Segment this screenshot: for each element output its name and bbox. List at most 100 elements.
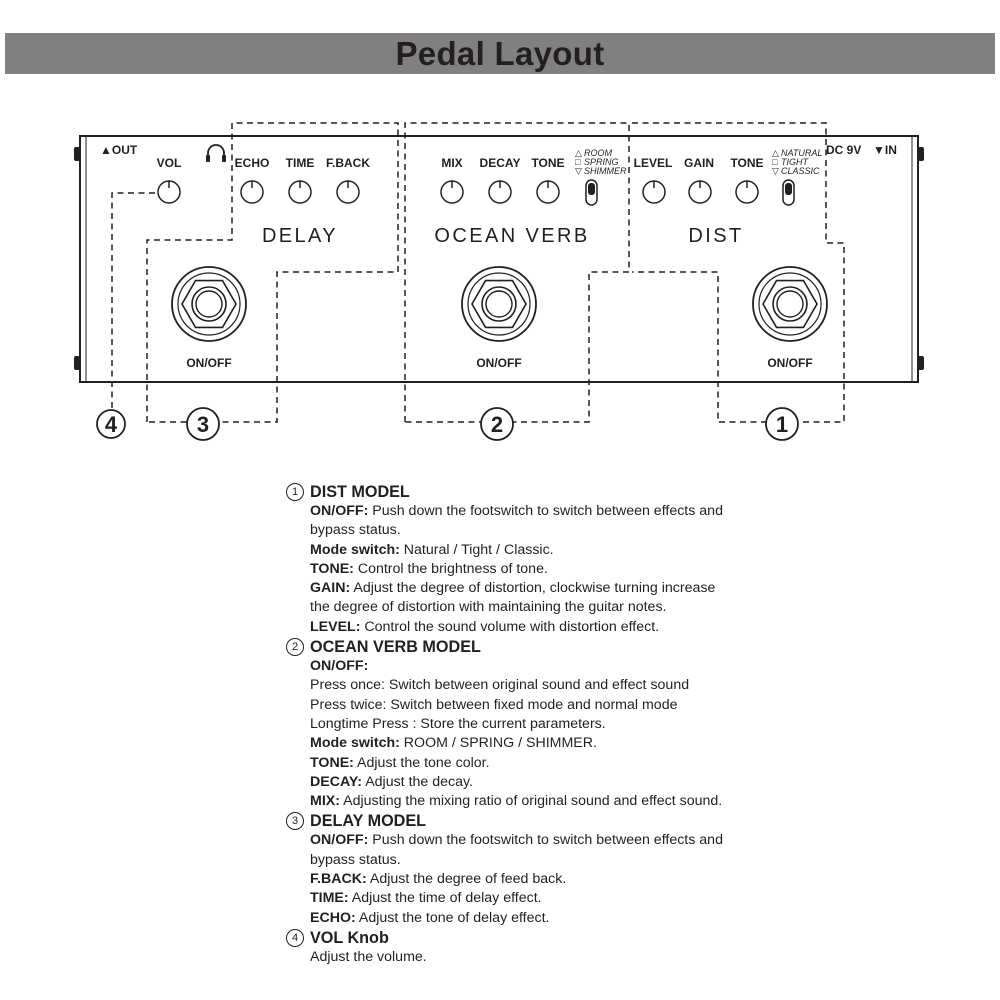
description-line: LEVEL: Control the sound volume with dis… (286, 618, 806, 637)
section-title: OCEAN VERB MODEL (310, 638, 481, 657)
callout-circle-2 (480, 407, 514, 441)
callout-circle-4 (96, 409, 126, 439)
in-label: ▼IN (873, 143, 897, 157)
description-line: ON/OFF: (286, 657, 806, 676)
description-line: bypass status. (286, 521, 806, 540)
mount-tab-tr (918, 147, 924, 161)
description-line: TONE: Adjust the tone color. (286, 754, 806, 773)
description-text: Adjusting the mixing ratio of original s… (339, 793, 723, 810)
description-line: Press once: Switch between original soun… (286, 676, 806, 695)
section-number: 4 (286, 928, 304, 947)
description-line: DECAY: Adjust the decay. (286, 773, 806, 792)
section-name-delay: DELAY (262, 225, 338, 247)
level-knob[interactable] (642, 180, 666, 204)
description-term: TONE: (310, 754, 354, 771)
description-text: Adjust the decay. (362, 773, 473, 790)
description-line: Adjust the volume. (286, 948, 806, 967)
dist-mode-switch[interactable] (782, 179, 795, 206)
description-line: MIX: Adjusting the mixing ratio of origi… (286, 792, 806, 811)
callout-path-3 (146, 122, 399, 423)
verb-mode-switch[interactable] (585, 179, 598, 206)
verb-tone-knob[interactable] (536, 180, 560, 204)
description-text: Press twice: Switch between fixed mode a… (310, 696, 678, 713)
knob-label-verb-tone: TONE (531, 156, 564, 170)
description-term: ECHO: (310, 909, 356, 926)
echo-knob[interactable] (240, 180, 264, 204)
callout-circle-3 (186, 407, 220, 441)
description-text: Adjust the volume. (310, 948, 427, 965)
description-term: F.BACK: (310, 871, 367, 888)
description-term: DECAY: (310, 773, 363, 790)
dist-footswitch[interactable] (752, 266, 828, 342)
description-text: Adjust the degree of feed back. (366, 871, 567, 888)
description-line: TIME: Adjust the time of delay effect. (286, 889, 806, 908)
verb-mode-symbol-0: △ (575, 148, 582, 158)
mount-tab-tl (74, 147, 80, 161)
dc-label: DC 9V (826, 143, 861, 157)
dist-mode-symbol-2: ▽ (772, 166, 779, 176)
description-text: Adjust the tone color. (353, 754, 490, 771)
description-line: Mode switch: ROOM / SPRING / SHIMMER. (286, 734, 806, 753)
description-text: Natural / Tight / Classic. (399, 541, 554, 558)
description-text: Push down the footswitch to switch betwe… (368, 832, 723, 849)
dist-tone-knob[interactable] (735, 180, 759, 204)
description-term: TONE: (310, 560, 354, 577)
time-knob[interactable] (288, 180, 312, 204)
callout-number-1: 1 (776, 412, 788, 437)
dist-mode-classic: CLASSIC (781, 166, 820, 176)
knob-label-echo: ECHO (235, 156, 270, 170)
vol-knob[interactable] (157, 180, 181, 204)
description-line: GAIN: Adjust the degree of distortion, c… (286, 579, 806, 598)
description-text: the degree of distortion with maintainin… (310, 599, 667, 616)
description-line: ON/OFF: Push down the footswitch to swit… (286, 831, 806, 850)
footswitch-label-delay: ON/OFF (186, 356, 231, 370)
dist-mode-tight: TIGHT (781, 157, 809, 167)
callout-number-3: 3 (197, 412, 209, 437)
decay-knob[interactable] (488, 180, 512, 204)
fback-knob[interactable] (336, 180, 360, 204)
verb-mode-spring: SPRING (584, 157, 619, 167)
description-text: Adjust the degree of distortion, clockwi… (350, 580, 716, 597)
knob-label-fback: F.BACK (326, 156, 370, 170)
ocean-verb-footswitch[interactable] (461, 266, 537, 342)
footswitch-label-dist: ON/OFF (767, 356, 812, 370)
description-term: GAIN: (310, 580, 351, 597)
section-title: DIST MODEL (310, 483, 410, 501)
description-line: ECHO: Adjust the tone of delay effect. (286, 909, 806, 928)
description-line: ON/OFF: Push down the footswitch to swit… (286, 502, 806, 521)
description-text: Push down the footswitch to switch betwe… (368, 503, 723, 519)
page-title: Pedal Layout (395, 35, 605, 72)
title-bar: Pedal Layout (5, 33, 995, 74)
delay-footswitch[interactable] (171, 266, 247, 342)
knob-label-mix: MIX (441, 156, 462, 170)
description-line: F.BACK: Adjust the degree of feed back. (286, 870, 806, 889)
callout-number-4: 4 (105, 412, 118, 437)
description-text: Adjust the tone of delay effect. (355, 909, 550, 926)
callout-path-1 (632, 122, 845, 423)
description-term: Mode switch: (310, 735, 400, 752)
description-text: Longtime Press : Store the current param… (310, 715, 606, 732)
gain-knob[interactable] (688, 180, 712, 204)
dist-mode-natural: NATURAL (781, 148, 822, 158)
description-term: ON/OFF: (310, 658, 369, 675)
callout-path-2 (404, 122, 630, 423)
verb-mode-symbol-1: □ (575, 157, 581, 167)
description-line: TONE: Control the brightness of tone. (286, 560, 806, 579)
pedal-diagram: 4 3 2 1 ▲OUT DC 9V ▼IN VOL ECHO TIME F.B… (74, 122, 924, 441)
section-title: VOL Knob (310, 928, 389, 947)
mix-knob[interactable] (440, 180, 464, 204)
description-line: Press twice: Switch between fixed mode a… (286, 696, 806, 715)
callout-number-2: 2 (491, 412, 503, 437)
knob-label-vol: VOL (157, 156, 182, 170)
description-text: Control the sound volume with distortion… (360, 618, 660, 635)
knob-label-dist-tone: TONE (730, 156, 763, 170)
verb-mode-symbol-2: ▽ (575, 166, 582, 176)
description-text: Control the brightness of tone. (353, 560, 548, 577)
description-text: ROOM / SPRING / SHIMMER. (399, 735, 597, 752)
